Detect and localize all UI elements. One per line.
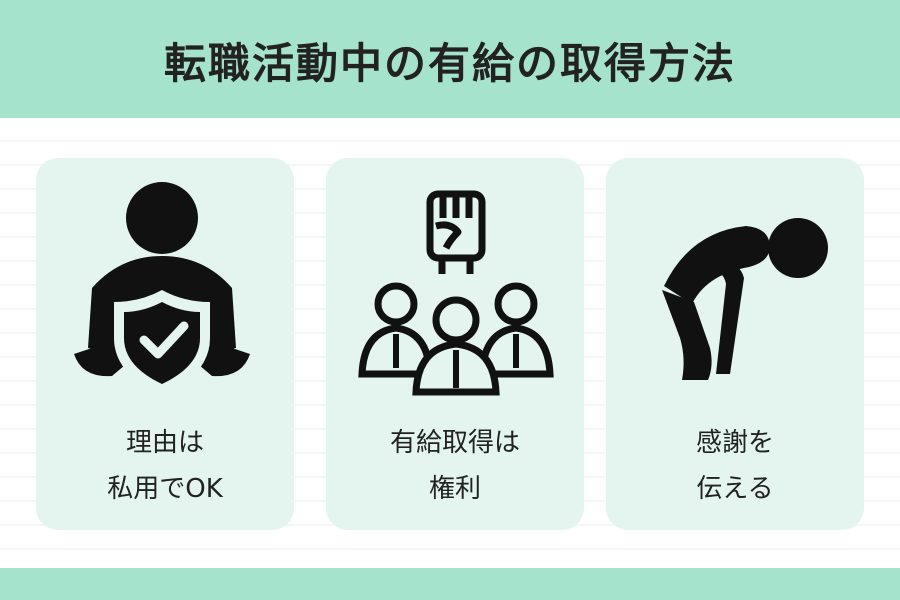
card-paid-leave-right: 有給取得は 権利 (326, 158, 584, 530)
card-label: 有給取得は 権利 (389, 428, 520, 504)
card-label: 感謝を 伝える (695, 428, 774, 504)
card-reason-private: 理由は 私用でOK (36, 158, 294, 530)
raised-fist-over-group-icon (358, 190, 554, 396)
card-label: 理由は 私用でOK (107, 428, 223, 504)
person-holding-shield-check-icon (74, 182, 250, 396)
footer-band (0, 568, 900, 600)
bowing-person-icon (662, 218, 828, 380)
page-title: 転職活動中の有給の取得方法 (163, 39, 736, 88)
header-band: 転職活動中の有給の取得方法 (0, 0, 900, 118)
card-express-gratitude: 感謝を 伝える (606, 158, 864, 530)
